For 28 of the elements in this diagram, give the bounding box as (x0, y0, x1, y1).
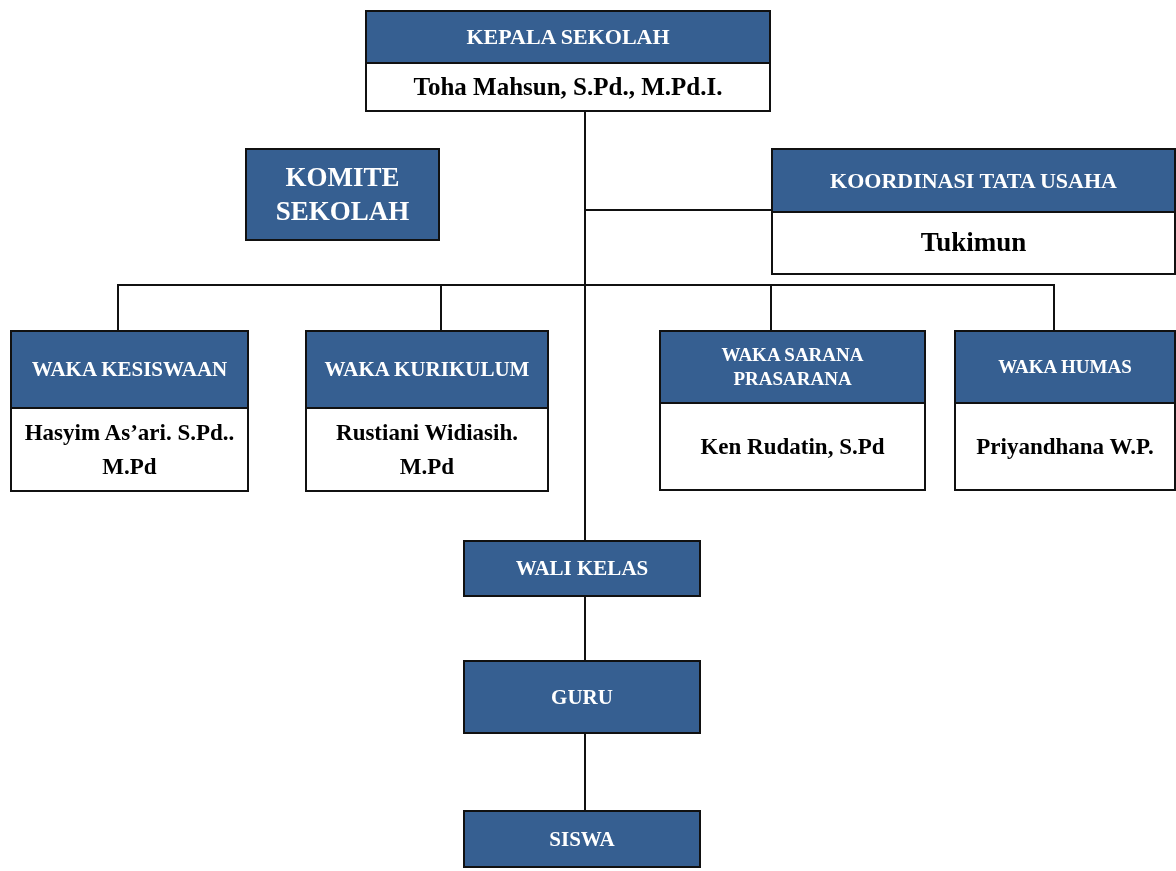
person-name: Ken Rudatin, S.Pd (700, 432, 885, 461)
position-title: WAKA SARANA PRASARANA (720, 343, 865, 391)
org-box (463, 660, 701, 734)
person-name: Rustiani Widiasih. M.Pd (335, 419, 519, 481)
org-box (463, 810, 701, 868)
position-title: WAKA HUMAS (998, 355, 1132, 379)
position-title: KOORDINASI TATA USAHA (830, 166, 1117, 195)
org-box (10, 330, 249, 492)
person-name: Toha Mahsun, S.Pd., M.Pd.I. (413, 71, 723, 102)
position-title: WAKA KESISWAAN (31, 356, 228, 383)
position-title: GURU (551, 683, 613, 711)
org-box (954, 330, 1176, 491)
person-name: Tukimun (920, 226, 1027, 260)
person-name: Hasyim As’ari. S.Pd.. M.Pd (23, 419, 236, 481)
position-title: KOMITE SEKOLAH (274, 160, 411, 228)
org-box (305, 330, 549, 492)
position-title: KEPALA SEKOLAH (466, 23, 670, 51)
org-box (659, 330, 926, 491)
person-name: Priyandhana W.P. (976, 432, 1154, 461)
org-box (245, 148, 440, 241)
position-title: SISWA (549, 825, 615, 853)
connector-line (584, 596, 586, 661)
org-box (365, 10, 771, 112)
position-title: WAKA KURIKULUM (324, 356, 530, 383)
org-box (771, 148, 1176, 275)
position-title: WALI KELAS (515, 555, 649, 582)
connector-line (584, 733, 586, 811)
org-box (463, 540, 701, 597)
